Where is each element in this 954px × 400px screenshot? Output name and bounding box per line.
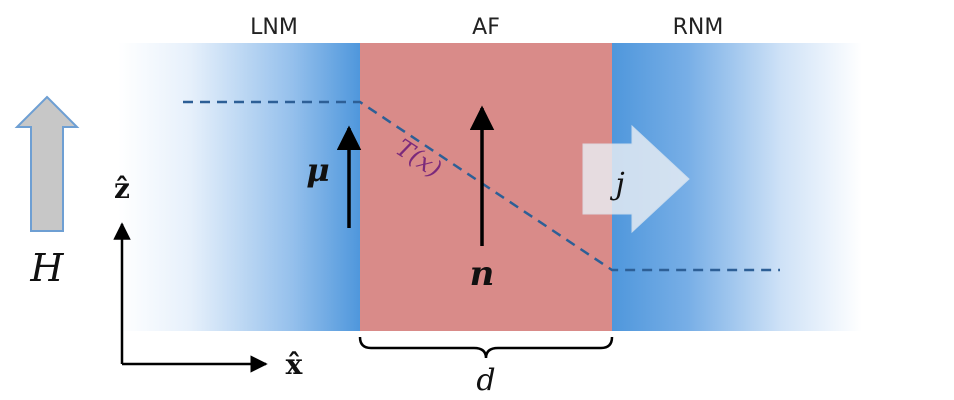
current-arrow xyxy=(582,124,690,234)
field-arrow-icon xyxy=(14,95,80,232)
region-label-lnm: LNM xyxy=(250,15,298,40)
width-brace xyxy=(358,336,614,359)
field-label: H xyxy=(29,246,64,290)
x-axis-label: x̂ xyxy=(286,348,303,381)
magnetic-moment-label: μ xyxy=(306,151,329,189)
temperature-profile-line xyxy=(183,100,780,272)
neel-vector-label: n xyxy=(470,254,495,294)
z-axis-label: ẑ xyxy=(114,172,130,205)
region-label-rnm: RNM xyxy=(673,15,724,40)
left-normal-metal-region xyxy=(118,43,360,331)
width-label: d xyxy=(476,363,495,398)
region-label-af: AF xyxy=(472,15,500,40)
